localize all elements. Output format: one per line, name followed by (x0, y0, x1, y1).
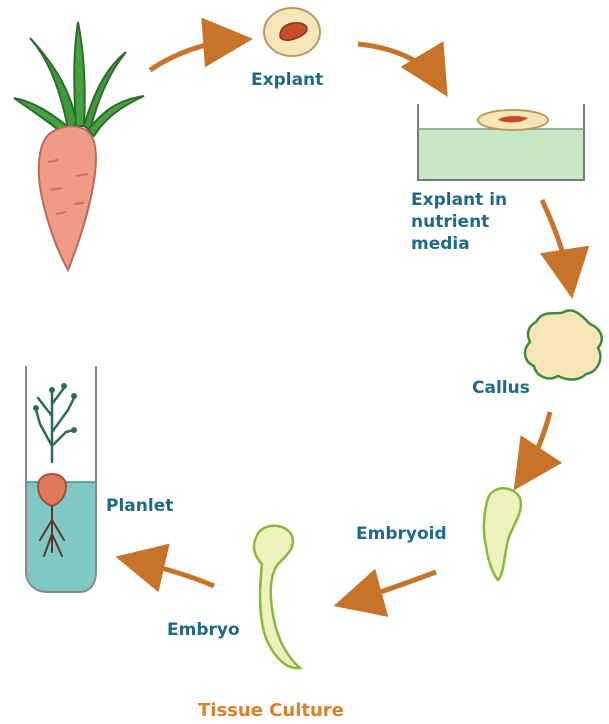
arrow-explant-to-dish (358, 44, 440, 84)
label-media-line-2: nutrient (411, 211, 541, 233)
label-explant: Explant (251, 69, 323, 91)
label-embryo: Embryo (167, 619, 240, 641)
label-callus: Callus (472, 377, 530, 399)
arrow-callus-to-embryoid (522, 412, 550, 478)
explant-disc-icon (264, 8, 320, 56)
label-explant-in-nutrient-media: Explant in nutrient media (411, 189, 541, 255)
label-embryoid: Embryoid (356, 523, 447, 545)
embryoid-icon (484, 488, 521, 580)
diagram-title: Tissue Culture (198, 700, 344, 722)
arrow-carrot-to-explant (150, 40, 238, 70)
embryo-icon (254, 526, 300, 668)
planlet-test-tube-icon (26, 366, 96, 592)
arrow-embryoid-to-embryo (348, 572, 436, 602)
arrow-dish-to-callus (542, 200, 570, 284)
arrow-embryo-to-planlet (130, 560, 214, 586)
culture-dish-icon (418, 104, 584, 180)
carrot-icon (14, 22, 144, 270)
callus-icon (525, 310, 602, 379)
label-media-line-3: media (411, 233, 541, 255)
label-planlet: Planlet (106, 495, 173, 517)
label-media-line-1: Explant in (411, 189, 541, 211)
